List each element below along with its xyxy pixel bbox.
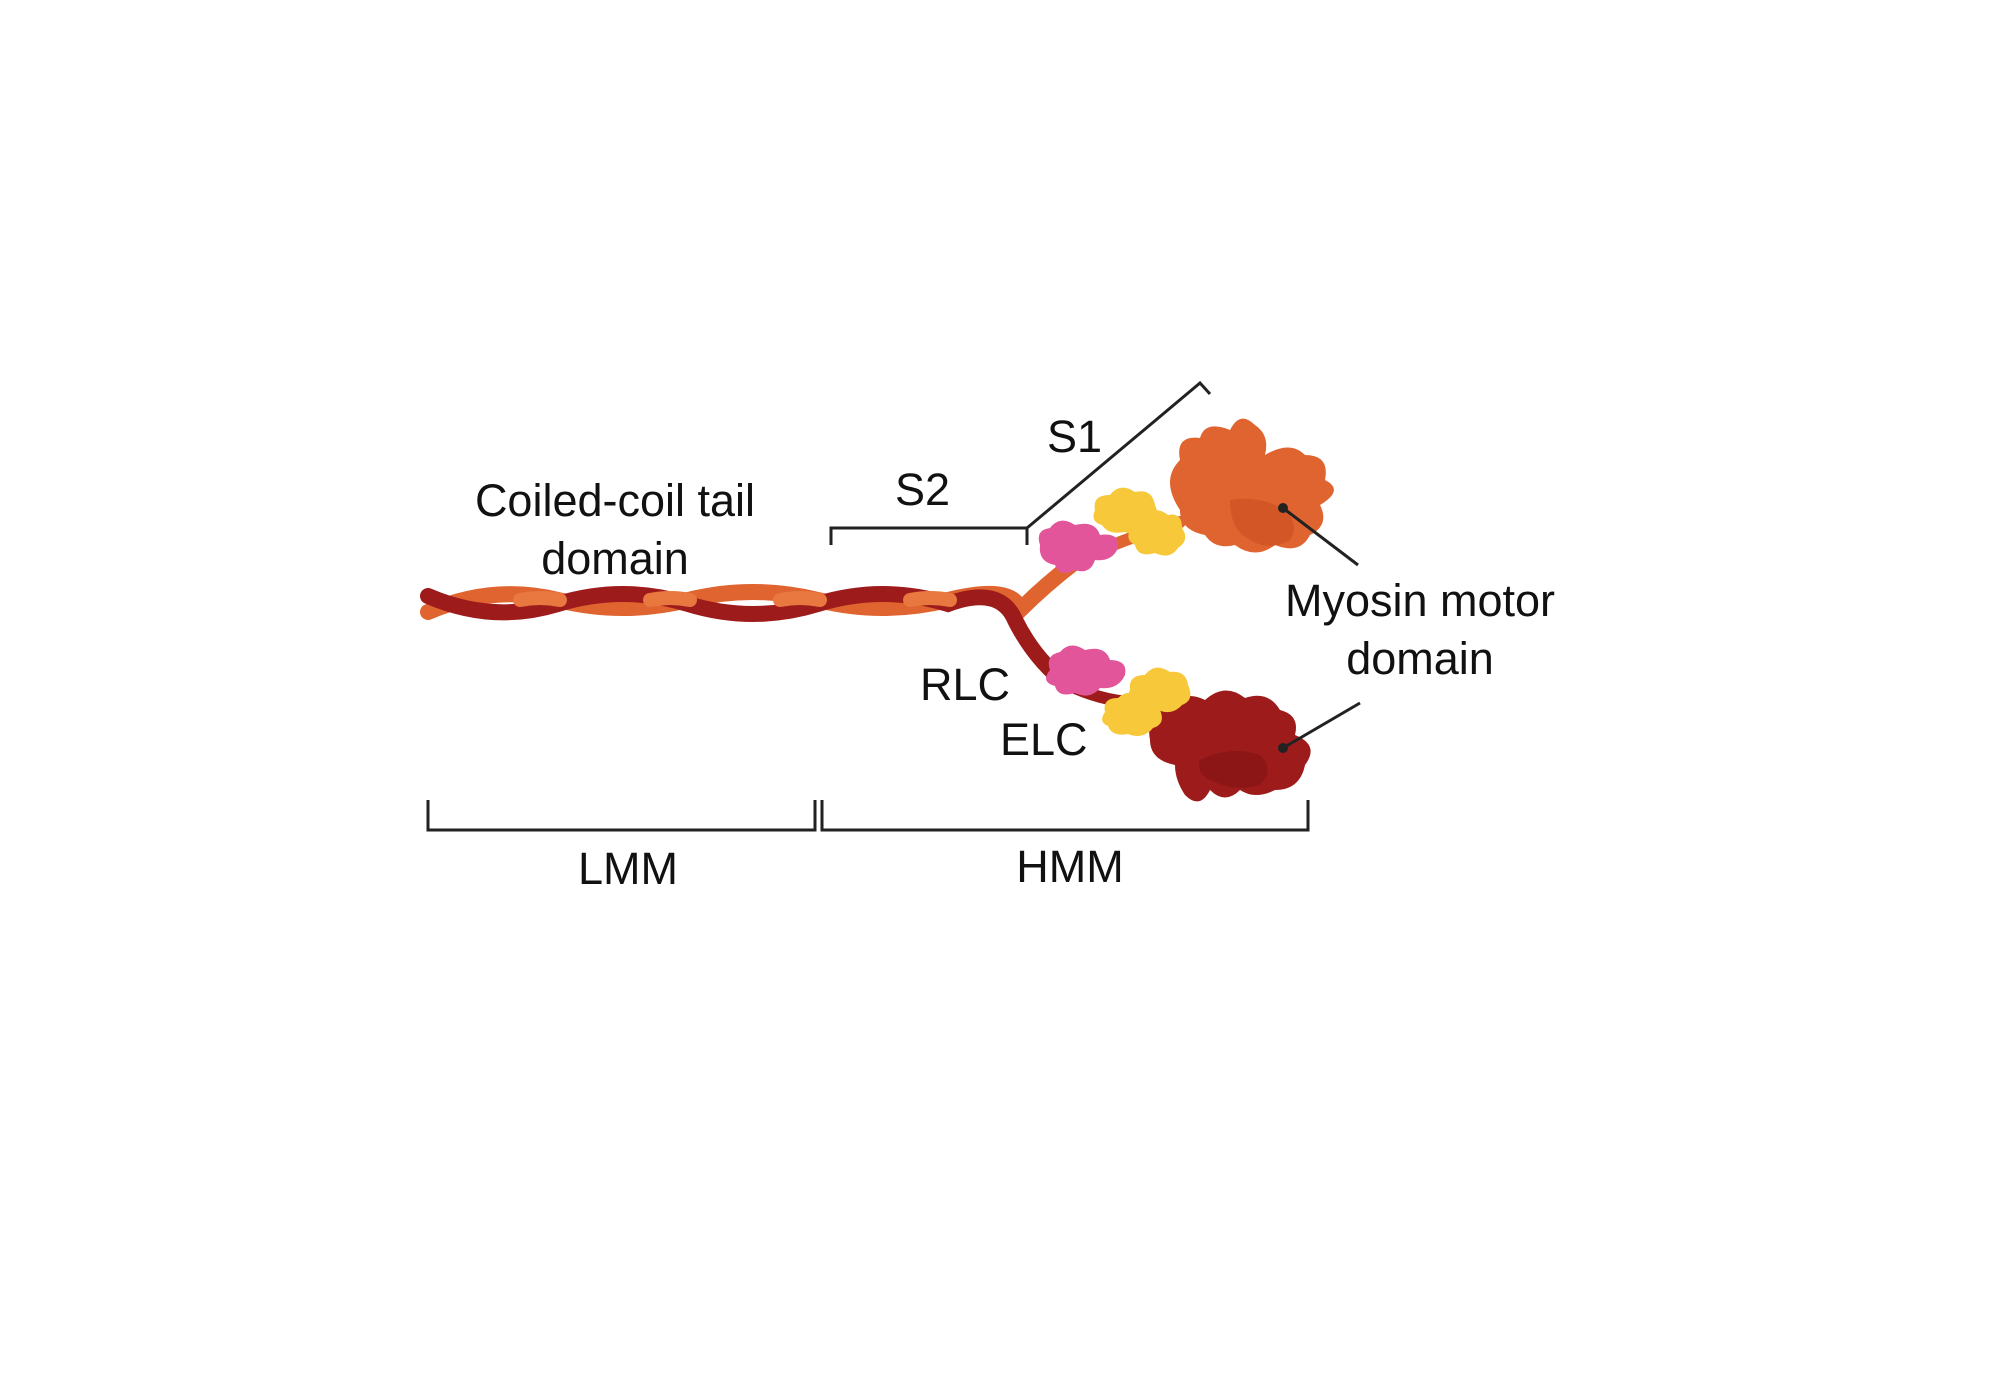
s2-label: S2 xyxy=(895,464,951,515)
rlc-upper xyxy=(1038,520,1119,574)
elc-label: ELC xyxy=(1000,714,1088,765)
essential-light-chains xyxy=(1093,487,1191,736)
upper-motor-domain xyxy=(1170,418,1334,553)
elc-lower-b xyxy=(1102,692,1162,736)
lmm-label: LMM xyxy=(578,843,678,894)
lower-motor-domain xyxy=(1149,690,1311,802)
brackets xyxy=(426,380,1361,832)
lmm-bracket xyxy=(426,800,817,832)
lower-motor-blob xyxy=(1149,690,1311,802)
s1-bracket xyxy=(1026,380,1212,530)
s1-label: S1 xyxy=(1047,411,1103,462)
motor-label-line1: Myosin motor xyxy=(1284,575,1556,626)
motor-domain-label: Myosin motor domain xyxy=(1255,572,1585,688)
hmm-bracket xyxy=(820,800,1310,832)
upper-motor-shade xyxy=(1230,498,1294,546)
rlc-lower xyxy=(1046,645,1126,696)
tail-strand-light-over xyxy=(513,591,957,607)
rlc-label: RLC xyxy=(920,659,1011,710)
tail-label-line1: Coiled-coil tail xyxy=(474,475,756,526)
upper-motor-blob xyxy=(1170,418,1334,553)
motor-leader-lower xyxy=(1282,701,1361,750)
elc-upper-b xyxy=(1128,510,1186,556)
tail-domain-label: Coiled-coil tail domain xyxy=(440,472,790,588)
motor-leader-upper xyxy=(1282,506,1359,567)
regulatory-light-chains xyxy=(1038,520,1126,696)
motor-label-line2: domain xyxy=(1346,633,1494,684)
lower-motor-shade xyxy=(1199,751,1268,788)
hmm-label: HMM xyxy=(1016,841,1124,892)
s2-bracket xyxy=(829,526,1029,545)
tail-label-line2: domain xyxy=(541,533,689,584)
